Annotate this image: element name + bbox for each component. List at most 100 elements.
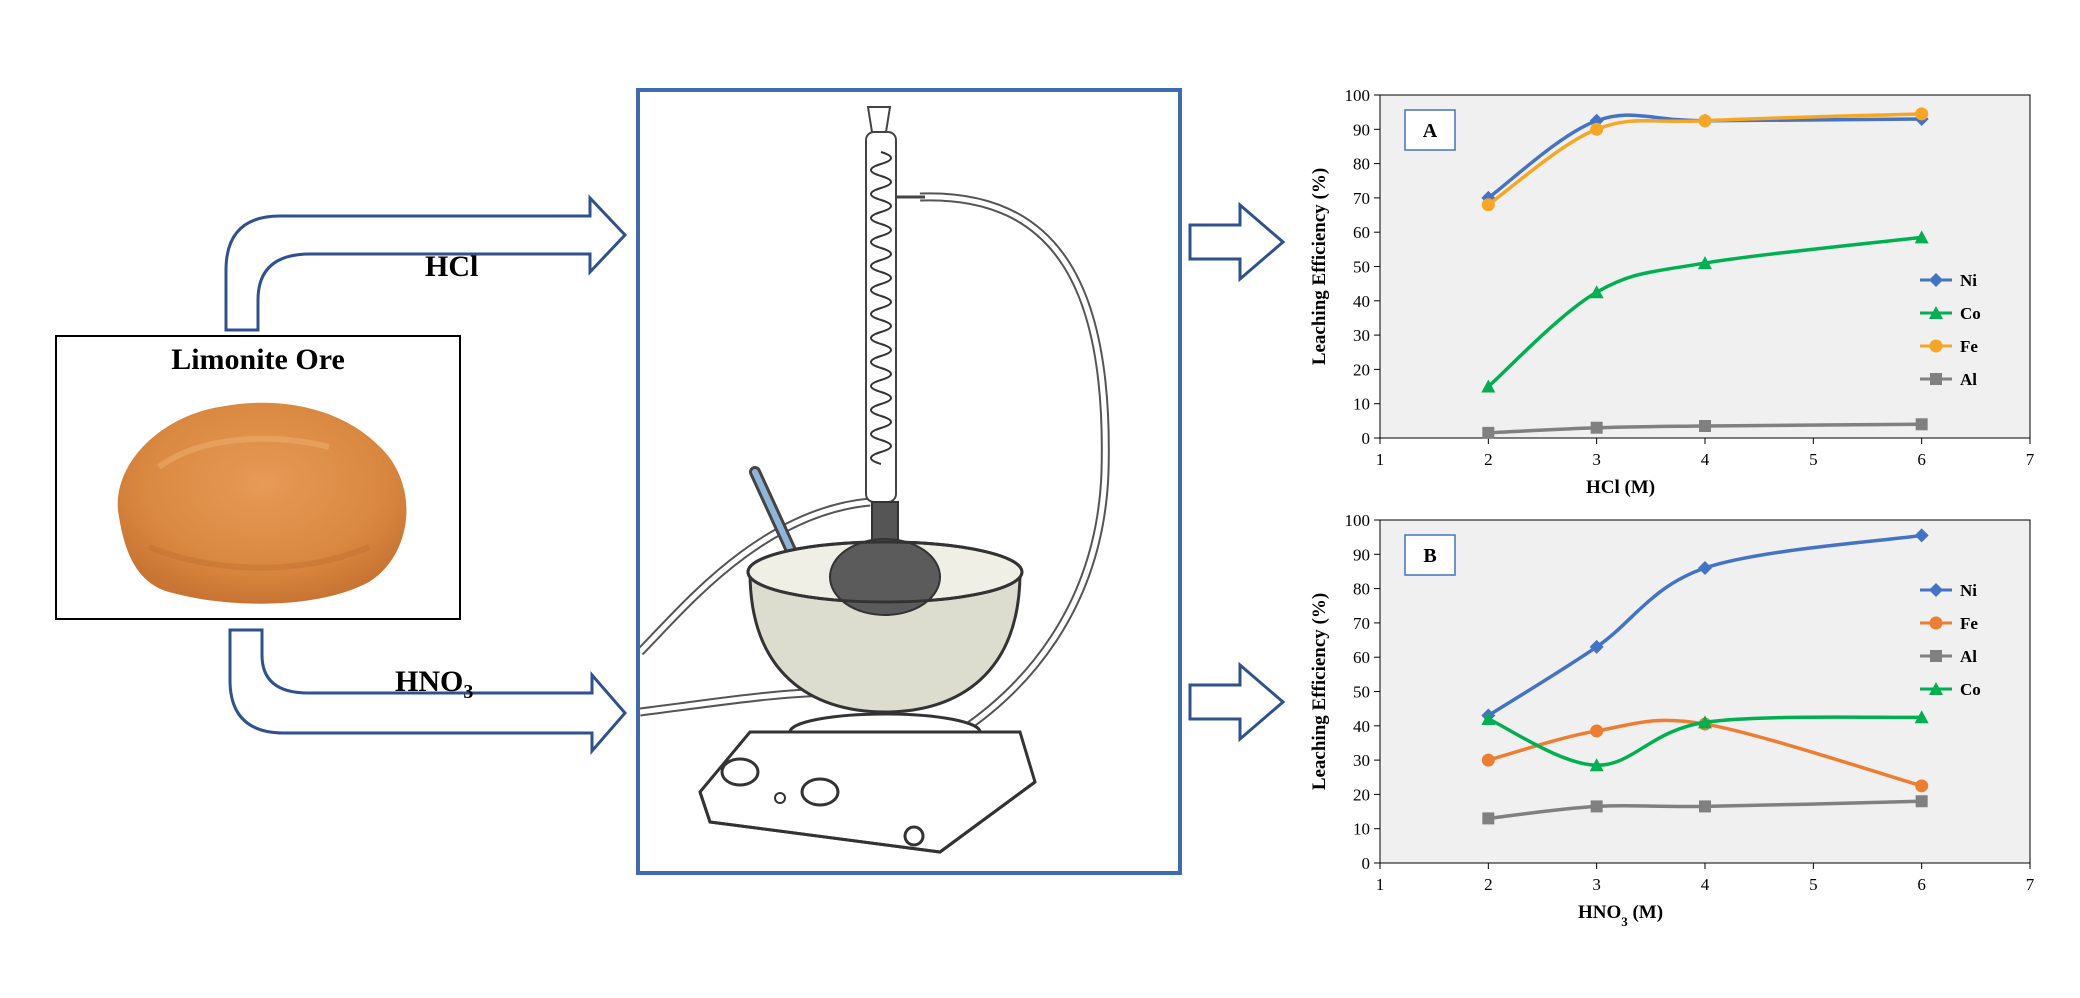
reflux-apparatus-illustration — [636, 106, 1110, 854]
chart-b-series-al-point — [1699, 800, 1711, 813]
chart-b-series-co-point — [1589, 758, 1604, 772]
chart-a-ytick-label: 20 — [1353, 360, 1370, 379]
chart-a-panel-label-box — [1404, 109, 1456, 151]
chart-b-series-co-point — [1914, 710, 1929, 724]
chart-a-series-fe-point — [1481, 198, 1495, 212]
chart-a-series-co-point — [1481, 379, 1496, 393]
chart-a-legend-marker — [1929, 306, 1943, 319]
chart-b-legend-label: Ni — [1960, 581, 1977, 600]
chart-a-series-fe-point — [1915, 107, 1929, 121]
chart-a-series-co-point — [1914, 230, 1929, 244]
chart-a-series-al-point — [1699, 419, 1711, 432]
chart-a-xtick-label: 2 — [1484, 450, 1493, 469]
chart-b-xtick-label: 7 — [2026, 875, 2035, 894]
chart-b-series-fe-point — [1915, 779, 1929, 793]
chart-a-legend-label: Co — [1960, 304, 1981, 323]
chart-b-series-fe-line — [1487, 718, 1923, 788]
limonite-ore-panel: Limonite Ore — [55, 335, 461, 620]
chart-b-legend-marker — [1929, 616, 1943, 630]
chart-b-ytick-label: 90 — [1353, 545, 1370, 564]
reflux-apparatus-panel — [636, 88, 1182, 875]
chart-a-xtick-label: 4 — [1701, 450, 1710, 469]
hcl-flow-arrow — [224, 194, 628, 332]
chart-a-series-co-line — [1487, 235, 1922, 388]
chart-a-xtick-label: 5 — [1809, 450, 1818, 469]
chart-a-series-al-point — [1915, 418, 1928, 431]
chart-b-legend-marker — [1929, 682, 1943, 695]
chart-b-x-axis-label: HNO3 (M) — [1578, 902, 1663, 929]
chart-b-series-ni-point — [1914, 528, 1929, 543]
chart-a-legend-marker — [1929, 339, 1943, 353]
chart-b-ytick-label: 30 — [1353, 751, 1370, 770]
chart-a-legend-label: Al — [1960, 370, 1977, 389]
ore-title: Limonite Ore — [171, 343, 345, 376]
chart-b-ytick-label: 100 — [1345, 511, 1371, 530]
chart-a-series-fe-point — [1698, 114, 1712, 128]
chart-a-series-al-point — [1482, 426, 1495, 439]
chart-a-x-axis-label: HCl (M) — [1586, 477, 1655, 498]
chart-b-series-co-point — [1698, 715, 1712, 729]
chart-b-legend-marker — [1929, 583, 1943, 597]
chart-a-xtick-label: 1 — [1376, 450, 1385, 469]
chart-b-legend-marker — [1930, 650, 1942, 662]
chart-b-xtick-label: 4 — [1701, 875, 1710, 894]
chart-a-ytick-label: 0 — [1362, 429, 1371, 448]
chart-b-series-ni-point — [1589, 639, 1604, 654]
chart-b-series-al-point — [1915, 795, 1928, 808]
chart-b-panel-label: B — [1423, 545, 1436, 567]
chart-a-series-fe-line — [1487, 112, 1922, 207]
chart-a-ytick-label: 60 — [1353, 223, 1370, 242]
chart-b-series-ni-line — [1487, 533, 1922, 717]
chart-b-legend-label: Co — [1960, 680, 1981, 699]
chart-b-y-axis-label: Leaching Efficiency (%) — [1309, 593, 1330, 790]
chart-b-xtick-label: 3 — [1592, 875, 1601, 894]
ore-powder-image — [117, 402, 407, 604]
arrow-to-chart-b — [1188, 661, 1286, 743]
chart-a-y-axis-label: Leaching Efficiency (%) — [1309, 168, 1330, 365]
chart-b-series-co-line — [1487, 715, 1922, 767]
hcl-label: HCl — [425, 250, 479, 283]
chart-a-ytick-label: 90 — [1353, 120, 1370, 139]
chart-a-legend-marker — [1930, 373, 1942, 385]
chart-a-legend-label: Ni — [1960, 271, 1977, 290]
chart-b-xtick-label: 5 — [1809, 875, 1818, 894]
chart-b-xtick-label: 2 — [1484, 875, 1493, 894]
chart-b-series-fe-point — [1481, 753, 1495, 767]
chart-a-legend-marker — [1929, 273, 1943, 287]
chart-a-ytick-label: 80 — [1353, 155, 1370, 174]
chart-b-series-al-point — [1482, 812, 1495, 825]
chart-b-ytick-label: 20 — [1353, 785, 1370, 804]
chart-a-ytick-label: 50 — [1353, 258, 1370, 277]
chart-b-ytick-label: 60 — [1353, 648, 1370, 667]
chart-b-legend-label: Fe — [1960, 614, 1978, 633]
arrow-to-chart-a — [1188, 201, 1286, 283]
chart-a-series-al-line — [1488, 422, 1922, 435]
chart-a-ytick-label: 100 — [1345, 86, 1371, 105]
hno3-flow-arrow — [228, 628, 627, 756]
chart-a-xtick-label: 7 — [2026, 450, 2035, 469]
chart-b-series-ni-point — [1698, 561, 1712, 576]
chart-b-legend-label: Al — [1960, 647, 1977, 666]
chart-a-series-ni-line — [1487, 113, 1922, 200]
chart-b-series-co-point — [1481, 711, 1496, 725]
chart-a-panel-label: A — [1423, 120, 1438, 142]
chart-b-xtick-label: 6 — [1917, 875, 1926, 894]
chart-b-ytick-label: 10 — [1353, 820, 1370, 839]
chart-b-ytick-label: 70 — [1353, 614, 1370, 633]
chart-a-xtick-label: 3 — [1592, 450, 1601, 469]
chart-a-ytick-label: 40 — [1353, 292, 1370, 311]
chart-b-xtick-label: 1 — [1376, 875, 1385, 894]
chart-a-ytick-label: 30 — [1353, 326, 1370, 345]
chart-b-series-al-point — [1590, 800, 1603, 813]
chart-b-panel-label-box — [1404, 534, 1456, 576]
chart-b-ytick-label: 80 — [1353, 580, 1370, 599]
chart-b-ytick-label: 40 — [1353, 717, 1370, 736]
chart-a-series-fe-point — [1590, 122, 1604, 136]
chart-b-series-al-line — [1488, 799, 1922, 821]
chart-b-ytick-label: 0 — [1362, 854, 1371, 873]
hno3-label: HNO3 — [395, 665, 474, 703]
chart-a-series-al-point — [1590, 421, 1603, 434]
chart-a-ytick-label: 10 — [1353, 395, 1370, 414]
chart-a-series-co-point — [1698, 256, 1712, 270]
